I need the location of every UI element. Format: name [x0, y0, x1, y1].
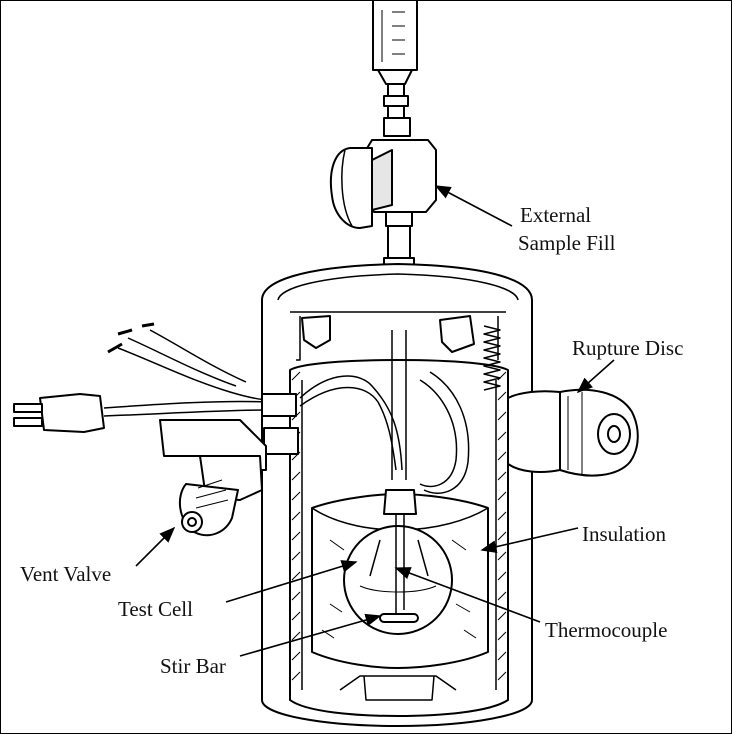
leader-external-sample-fill	[434, 185, 513, 227]
leader-vent-valve	[135, 526, 176, 567]
stir-bar	[379, 613, 419, 623]
test-cell-sphere	[343, 489, 453, 635]
leader-thermocouple	[394, 567, 541, 623]
label-insulation: Insulation	[582, 522, 666, 546]
syringe	[372, 0, 418, 137]
label-thermocouple: Thermocouple	[545, 618, 668, 642]
leader-test-cell	[225, 560, 358, 603]
internal-wiring	[299, 371, 470, 494]
label-rupture-disc: Rupture Disc	[572, 336, 684, 360]
label-sample-fill: Sample Fill	[518, 231, 616, 255]
rupture-disc	[507, 388, 639, 477]
leader-rupture-disc	[576, 359, 615, 394]
thermocouple-connector	[13, 322, 299, 455]
vent-valve	[159, 419, 267, 537]
label-test-cell: Test Cell	[118, 597, 193, 621]
leader-stir-bar	[239, 613, 382, 657]
label-vent-valve: Vent Valve	[20, 562, 112, 586]
leader-insulation	[480, 527, 579, 554]
label-external: External	[520, 203, 592, 227]
label-stir-bar: Stir Bar	[160, 654, 226, 678]
